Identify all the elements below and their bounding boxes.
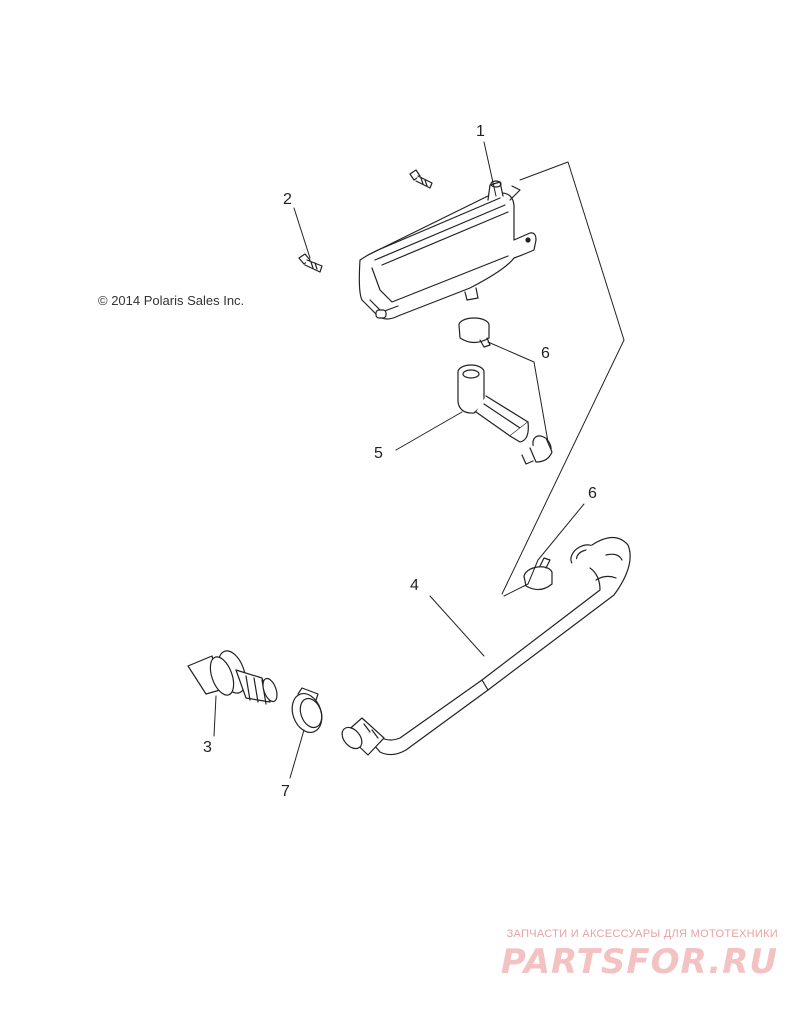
callout-6-lower: 6	[588, 485, 597, 502]
part-2-screw-upper	[409, 169, 433, 189]
watermark: ЗАПЧАСТИ И АКСЕССУАРЫ ДЛЯ МОТОТЕХНИКИ PA…	[501, 928, 778, 982]
callout-6-upper: 6	[541, 345, 550, 362]
part-6-clamp-upper	[458, 317, 491, 348]
leader-lines	[213, 141, 625, 779]
copyright-notice: © 2014 Polaris Sales Inc.	[98, 293, 245, 308]
watermark-logo: PARTSFOR.RU	[500, 942, 778, 982]
part-5-elbow-hose	[457, 364, 529, 443]
part-6-clamp-hose	[523, 557, 553, 591]
callout-1: 1	[476, 123, 485, 140]
part-2-screw-lower	[298, 253, 323, 273]
callout-5: 5	[374, 445, 383, 462]
watermark-tagline: ЗАПЧАСТИ И АКСЕССУАРЫ ДЛЯ МОТОТЕХНИКИ	[506, 928, 778, 940]
part-1-reservoir	[358, 180, 537, 320]
callout-2: 2	[283, 191, 292, 208]
part-7-clamp	[291, 687, 323, 733]
callout-7: 7	[281, 783, 290, 800]
part-3-fitting	[187, 650, 278, 705]
part-4-hose	[341, 536, 631, 756]
part-6-clamp-elbow	[521, 435, 553, 465]
callout-4: 4	[410, 577, 419, 594]
callout-3: 3	[203, 739, 212, 756]
